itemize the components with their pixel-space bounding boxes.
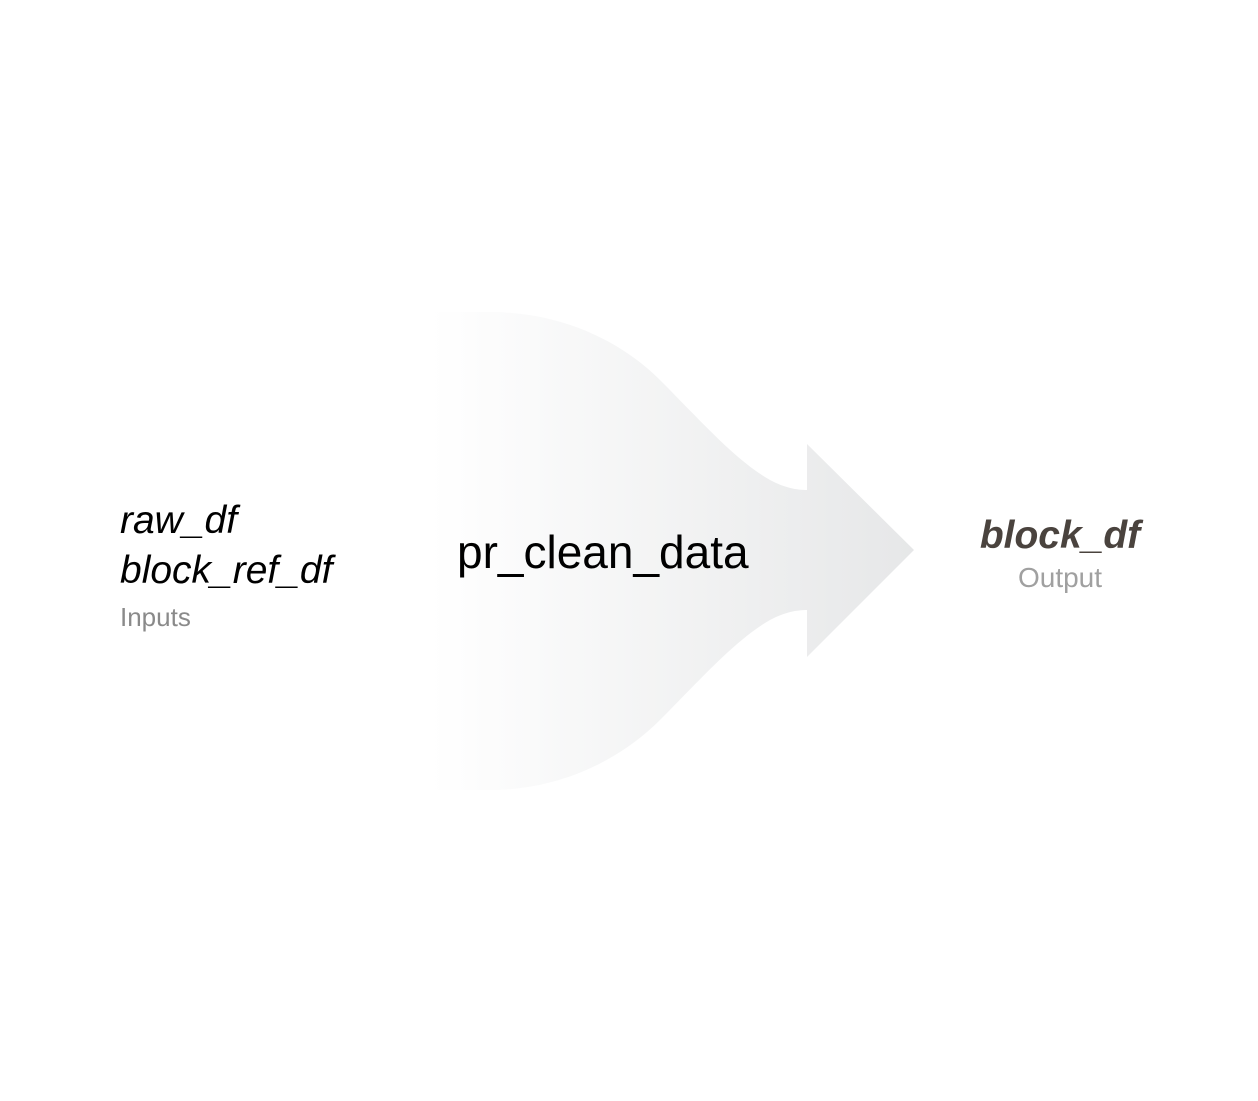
- output-name: block_df: [979, 514, 1141, 557]
- input-item: raw_df: [120, 499, 238, 542]
- inputs-group: raw_df block_ref_df Inputs: [120, 496, 332, 634]
- input-item: block_ref_df: [120, 549, 333, 592]
- inputs-label: Inputs: [120, 602, 191, 632]
- output-label: Output: [1017, 562, 1103, 593]
- process-name: pr_clean_data: [457, 526, 749, 578]
- output-group: block_df Output: [960, 512, 1160, 596]
- flow-arrow-body: [430, 312, 914, 790]
